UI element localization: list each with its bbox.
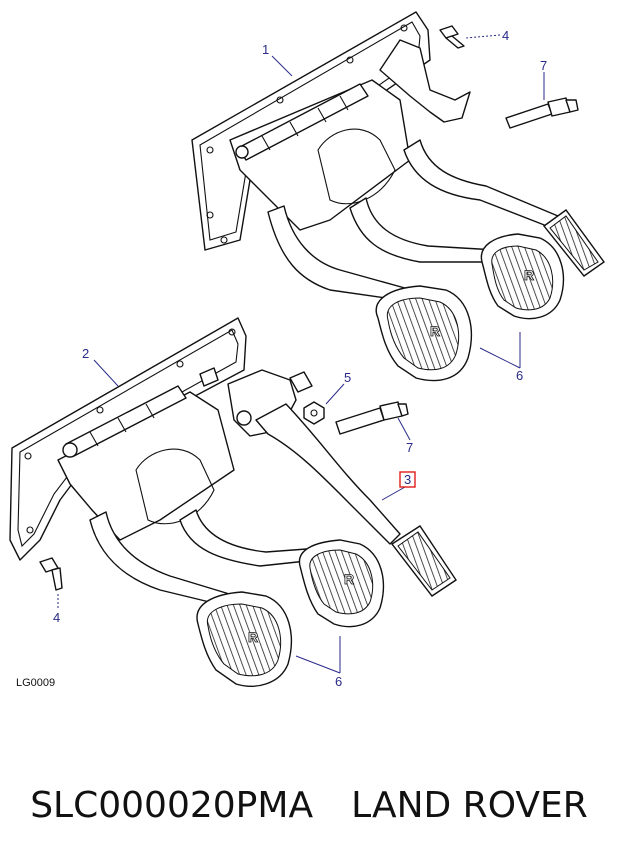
callout-7-upper[interactable]: 7 — [540, 58, 547, 73]
upper-switch — [505, 97, 579, 129]
callout-6-upper[interactable]: 6 — [516, 368, 523, 383]
callout-labels: 1 2 3 4 4 5 6 6 7 7 LG0009 — [16, 28, 547, 689]
callout-2[interactable]: 2 — [82, 346, 89, 361]
svg-text:R: R — [430, 323, 440, 339]
lower-clutch-pad: R — [298, 539, 384, 628]
callout-3-highlight — [399, 471, 416, 488]
part-caption: SLC000020PMA LAND ROVER — [0, 770, 618, 840]
upper-pedal-box-assembly: R R — [191, 11, 605, 382]
lower-switch — [335, 401, 409, 435]
brand-name: LAND ROVER — [351, 784, 588, 826]
callout-6-lower[interactable]: 6 — [335, 674, 342, 689]
nut — [303, 401, 325, 425]
callout-7-lower[interactable]: 7 — [406, 440, 413, 455]
part-number: SLC000020PMA — [30, 784, 314, 826]
svg-text:R: R — [344, 571, 354, 587]
lower-brake-pad: R — [196, 591, 293, 687]
upper-bolt — [439, 25, 465, 49]
svg-text:R: R — [248, 629, 258, 645]
upper-clutch-pad: R — [480, 233, 564, 320]
upper-accelerator-pad — [542, 209, 605, 277]
callout-4-upper[interactable]: 4 — [502, 28, 509, 43]
upper-brake-pad: R — [375, 285, 473, 382]
callout-5[interactable]: 5 — [344, 370, 351, 385]
svg-text:R: R — [524, 267, 534, 283]
lower-bolt — [39, 557, 63, 591]
callout-1[interactable]: 1 — [262, 42, 269, 57]
leader-lines — [57, 34, 545, 674]
callout-4-lower[interactable]: 4 — [53, 610, 60, 625]
parts-diagram: R R — [9, 11, 605, 689]
callout-3[interactable]: 3 — [404, 472, 411, 487]
lower-pedal-box-assembly: R R — [9, 317, 457, 687]
drawing-code: LG0009 — [16, 677, 55, 689]
accelerator-pedal-arm — [227, 369, 457, 597]
